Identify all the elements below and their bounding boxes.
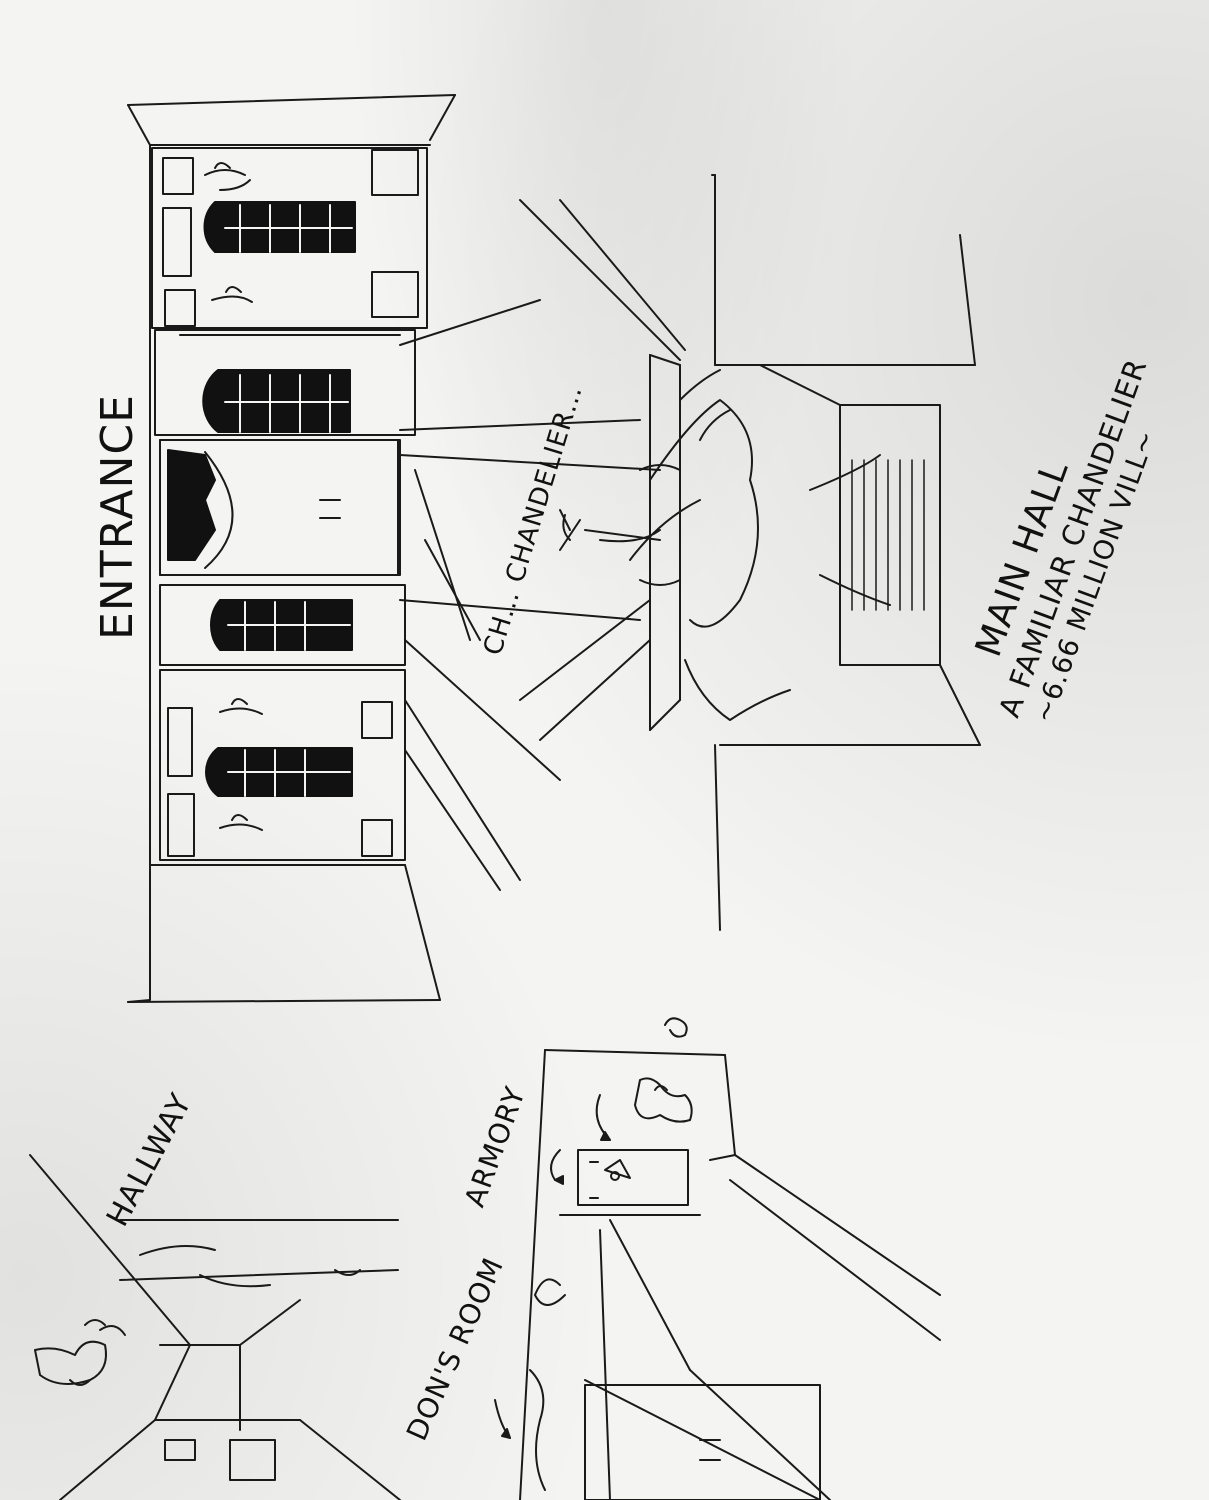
entrance-sketch — [127, 94, 661, 1003]
chandelier-arrow — [562, 514, 571, 541]
hallway-sketch — [29, 1154, 401, 1500]
main-hall-sketch — [519, 174, 981, 931]
entrance-label: ENTRANCE — [92, 394, 143, 640]
corridor-sketch — [494, 1017, 941, 1500]
